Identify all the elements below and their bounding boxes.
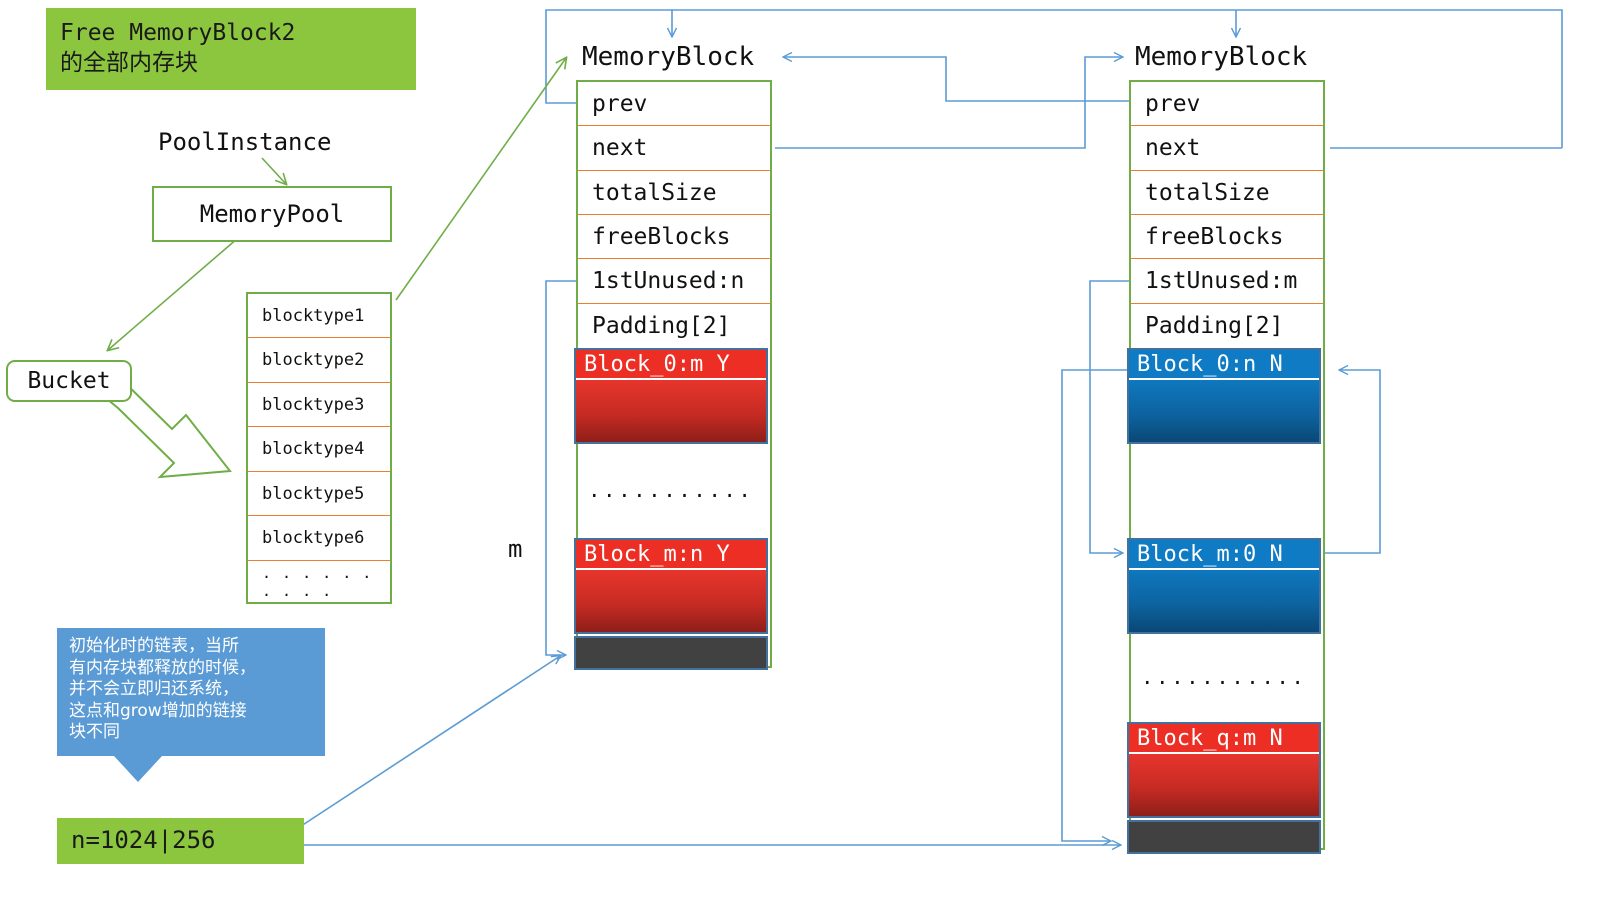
field-totalsize: totalSize [578,171,770,215]
nvalue-banner: n=1024|256 [57,818,304,864]
wire-nvalue-to-left-tail [291,656,560,833]
memoryblock-right-title: MemoryBlock [1135,42,1308,72]
memory-cells-ellipsis-left: ........... [588,478,754,502]
field-padding: Padding[2] [592,313,731,339]
note-line: 并不会立即归还系统， [69,679,239,700]
field-1stunused: 1stUnused:n [578,259,770,304]
field-1stunused: 1stUnused:m [1131,259,1323,304]
wire-poolinstance-to-pool [261,157,286,184]
bucket-box: Bucket [6,360,132,402]
wire-right-prev-to-left-title [784,57,1131,102]
list-item[interactable]: blocktype2 [248,338,390,383]
field-prev: prev [578,82,770,126]
memory-cell-blockq-right[interactable]: Block_q:m N [1127,722,1321,818]
memorypool-box: MemoryPool [152,186,392,242]
note-line: 这点和grow增加的链接 [69,700,247,721]
field-prev: prev [1131,82,1323,126]
memory-cell-block0-right[interactable]: Block_0:n N [1127,348,1321,444]
title-banner-line1: Free MemoryBlock2 [60,20,296,47]
field-next: next [578,126,770,171]
field-freeblocks: freeBlocks [578,215,770,259]
memory-cell-block0-left[interactable]: Block_0:m Y [574,348,768,444]
wire-right-block0-to-tail [1061,369,1131,841]
wire-right-blockm-to-block0 [1324,370,1381,554]
nvalue-label: n=1024|256 [71,826,216,855]
field-next: next [1131,126,1323,171]
m-marker-label: m [508,535,523,563]
blocktype-list: blocktype1 blocktype2 blocktype3 blockty… [246,292,392,604]
list-item[interactable]: blocktype6 [248,516,390,561]
title-banner: Free MemoryBlock2 的全部内存块 [46,8,416,90]
wire-right-firstunused-to-blockm [1089,280,1131,553]
memory-cell-tail-left[interactable] [574,636,768,670]
memory-cell-label: Block_0:m Y [576,350,766,380]
memorypool-label: MemoryPool [199,200,345,228]
note-callout: 初始化时的链表，当所 有内存块都释放的时候， 并不会立即归还系统， 这点和gro… [57,628,325,756]
title-banner-line2: 的全部内存块 [60,50,198,76]
wire-blocktype1-to-memoryblock [395,58,566,301]
list-item[interactable]: blocktype4 [248,427,390,472]
list-item[interactable]: blocktype3 [248,383,390,427]
list-item[interactable]: blocktype1 [248,294,390,338]
memory-cell-blockm-right[interactable]: Block_m:0 N [1127,538,1321,634]
wire-left-next-to-right-title [775,57,1122,149]
field-padding: Padding[2] [1145,313,1284,339]
list-item-ellipsis: . . . . . . . . . . [262,563,373,600]
memoryblock-left-title: MemoryBlock [582,42,755,72]
memory-cells-ellipsis-right: ........... [1141,665,1307,689]
memory-cell-label: Block_m:0 N [1129,540,1319,570]
bucket-label: Bucket [27,368,111,394]
memory-cell-label: Block_m:n Y [576,540,766,570]
field-freeblocks: freeBlocks [1131,215,1323,259]
poolinstance-label: PoolInstance [158,128,332,156]
memory-cell-label: Block_q:m N [1129,724,1319,754]
note-callout-tail [114,756,162,782]
wire-pool-to-bucket [108,237,239,350]
note-line: 初始化时的链表，当所 [69,636,239,656]
memory-cell-blockm-left[interactable]: Block_m:n Y [574,538,768,634]
memory-cell-tail-right[interactable] [1127,820,1321,854]
field-totalsize: totalSize [1131,171,1323,215]
list-item[interactable]: blocktype5 [248,472,390,516]
note-line: 块不同 [69,722,120,743]
note-line: 有内存块都释放的时候， [69,657,256,678]
memory-cell-label: Block_0:n N [1129,350,1319,380]
